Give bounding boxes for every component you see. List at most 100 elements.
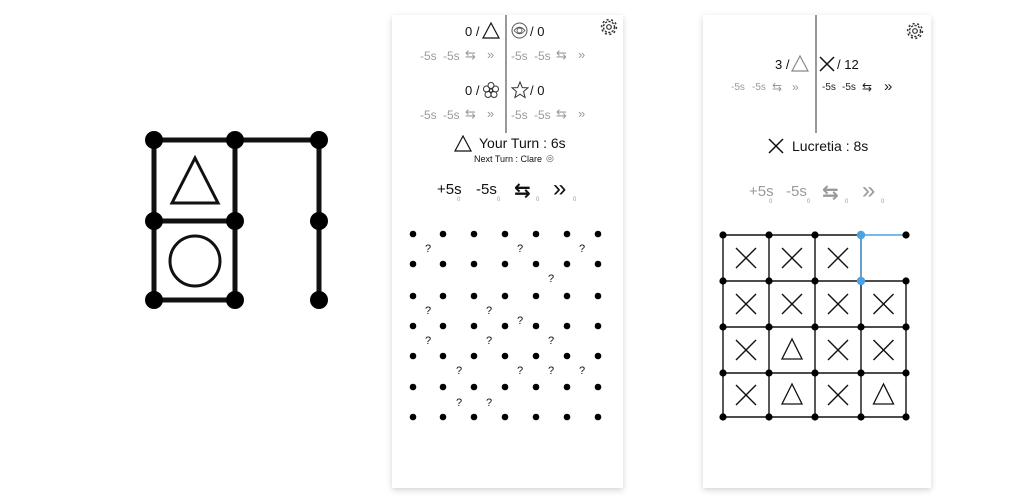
swap-button[interactable]: ⇆ <box>514 180 531 202</box>
board-dot <box>409 260 417 268</box>
mystery-cell: ? <box>517 365 523 377</box>
turn-label: Lucretia : 8s <box>792 138 869 154</box>
board-dot <box>409 383 417 391</box>
board-dot <box>532 383 540 391</box>
swap-button[interactable]: ⇆ <box>822 182 839 204</box>
powerup-minus5: -5s <box>842 82 856 93</box>
board-dot <box>439 292 447 300</box>
cross-icon <box>781 247 803 269</box>
board-dot <box>501 352 509 360</box>
skip-icon: » <box>487 47 495 62</box>
board-dot <box>439 413 447 421</box>
cross-icon <box>819 56 835 72</box>
powerup-minus5: -5s <box>752 82 766 93</box>
powerup-plus5-button[interactable]: +5s <box>437 181 462 198</box>
board-dot <box>902 231 910 239</box>
board-dot <box>857 323 865 331</box>
board-dot <box>594 260 602 268</box>
board-dot <box>563 292 571 300</box>
powerup-count: 0 <box>845 199 849 205</box>
triangle-icon <box>780 337 804 360</box>
board-dot <box>594 383 602 391</box>
board-dot <box>532 413 540 421</box>
board-dot <box>470 352 478 360</box>
star-icon <box>511 81 529 99</box>
cross-icon <box>827 339 849 361</box>
powerup-minus5: -5s <box>534 49 551 63</box>
board-dot <box>765 413 773 421</box>
mystery-cell: ? <box>456 365 462 377</box>
swap-icon: ⇆ <box>862 80 873 94</box>
board-dot <box>765 369 773 377</box>
mystery-cell: ? <box>517 243 523 255</box>
powerup-count: 0 <box>881 199 885 205</box>
powerup-count: 0 <box>807 199 811 205</box>
board-dot <box>439 383 447 391</box>
board-dot <box>532 322 540 330</box>
board-dot <box>439 352 447 360</box>
game-board[interactable] <box>703 220 931 430</box>
board-dot <box>439 260 447 268</box>
board-dot <box>532 260 540 268</box>
board-dot <box>501 230 509 238</box>
board-dot <box>501 260 509 268</box>
powerup-count: 0 <box>536 197 540 203</box>
skip-icon: » <box>792 80 799 94</box>
skip-button[interactable]: » <box>862 177 876 204</box>
powerup-minus5-button[interactable]: -5s <box>786 183 807 200</box>
powerup-minus5: -5s <box>443 49 460 63</box>
powerup-minus5: -5s <box>420 108 437 122</box>
game-board[interactable]: ???????????????? <box>392 220 623 430</box>
turn-label: Your Turn : 6s <box>479 135 566 151</box>
swap-icon: ⇆ <box>556 47 567 62</box>
board-dot <box>902 369 910 377</box>
mystery-cell: ? <box>517 315 523 327</box>
skip-icon: » <box>884 78 893 95</box>
gear-icon[interactable] <box>600 18 618 36</box>
powerup-minus5: -5s <box>511 49 528 63</box>
board-dot <box>563 260 571 268</box>
board-dot <box>719 277 727 285</box>
board-dot <box>765 323 773 331</box>
skip-icon: » <box>578 47 586 62</box>
rose-icon <box>511 22 528 39</box>
powerup-plus5-button[interactable]: +5s <box>749 183 774 200</box>
skip-icon: » <box>578 106 586 121</box>
score-player4: / 0 <box>530 83 545 98</box>
board-dot <box>563 322 571 330</box>
board-dot <box>856 276 866 286</box>
powerup-count: 0 <box>497 197 501 203</box>
cross-icon <box>768 138 784 154</box>
board-dot <box>501 413 509 421</box>
powerup-minus5: -5s <box>731 82 745 93</box>
score-player2: / 0 <box>530 24 545 39</box>
powerup-minus5: -5s <box>443 108 460 122</box>
triangle-icon <box>454 135 472 152</box>
board-dot <box>409 322 417 330</box>
powerup-minus5-button[interactable]: -5s <box>476 181 497 198</box>
board-dot <box>501 383 509 391</box>
swap-icon: ⇆ <box>556 106 567 121</box>
board-dot <box>501 322 509 330</box>
cross-icon <box>827 384 849 406</box>
skip-button[interactable]: » <box>553 175 567 202</box>
board-dot <box>470 260 478 268</box>
swap-icon: ⇆ <box>465 47 476 62</box>
board-dot <box>719 323 727 331</box>
cross-icon <box>873 293 894 315</box>
board-dot <box>563 413 571 421</box>
board-dot <box>594 230 602 238</box>
mystery-cell: ? <box>548 335 554 347</box>
board-dot <box>470 292 478 300</box>
tutorial-illustration <box>145 131 328 309</box>
score-player1: 0 / <box>465 24 480 39</box>
powerup-minus5: -5s <box>420 49 437 63</box>
board-dot <box>563 352 571 360</box>
triangle-icon <box>169 154 221 205</box>
cross-icon <box>827 293 849 315</box>
board-dot <box>811 277 819 285</box>
gear-icon[interactable] <box>906 22 924 40</box>
game-screen-1 <box>392 15 623 488</box>
flower-icon <box>483 82 499 98</box>
board-dot <box>719 413 727 421</box>
